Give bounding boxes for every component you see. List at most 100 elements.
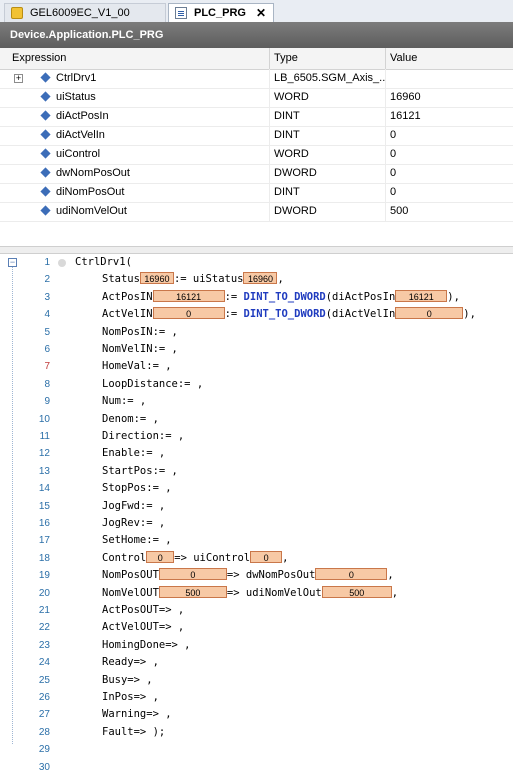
- watch-header: Expression Type Value: [0, 48, 513, 70]
- watch-cell-expression: +CtrlDrv1: [8, 69, 270, 88]
- line-number: 2: [44, 274, 50, 286]
- watch-cell-expression: diNomPosOut: [8, 183, 270, 202]
- inline-monitor-value[interactable]: 0: [250, 550, 283, 563]
- code-line[interactable]: 29: [0, 741, 513, 758]
- close-icon[interactable]: ✕: [255, 6, 267, 20]
- code-text: Ready=> ,: [102, 654, 159, 671]
- tab-label: PLC_PRG: [194, 7, 246, 19]
- line-number: 7: [44, 361, 50, 373]
- expand-icon[interactable]: +: [14, 73, 23, 83]
- inline-monitor-value[interactable]: 16121: [395, 289, 448, 302]
- code-text: SetHome:= ,: [102, 532, 172, 549]
- code-token: NomPosOUT: [102, 569, 159, 582]
- code-line[interactable]: 30: [0, 759, 513, 774]
- code-text: NomVelIN:= ,: [102, 341, 178, 358]
- code-token: HomingDone=> ,: [102, 638, 191, 651]
- code-line[interactable]: 13 StartPos:= ,: [0, 463, 513, 480]
- code-token: Num:= ,: [102, 395, 147, 408]
- watch-cell-value[interactable]: 0: [390, 186, 397, 198]
- tab-gel6009ec[interactable]: GEL6009EC_V1_00: [4, 3, 166, 22]
- tab-plc-prg[interactable]: PLC_PRG ✕: [168, 3, 274, 22]
- collapse-icon[interactable]: −: [8, 257, 17, 267]
- watch-cell-value[interactable]: 0: [390, 129, 397, 141]
- inline-monitor-value[interactable]: 500: [321, 585, 392, 598]
- line-number: 13: [38, 465, 50, 477]
- watch-variable-name: diActVelIn: [56, 129, 105, 141]
- line-number: 28: [38, 726, 50, 738]
- column-header-type[interactable]: Type: [270, 48, 386, 69]
- inline-monitor-value[interactable]: 0: [152, 307, 225, 320]
- code-text: CtrlDrv1(: [75, 254, 132, 271]
- inline-monitor-value[interactable]: 0: [395, 307, 464, 320]
- watch-cell-value[interactable]: 16960: [390, 91, 421, 103]
- column-header-expression[interactable]: Expression: [8, 48, 270, 69]
- column-header-value[interactable]: Value: [390, 52, 418, 64]
- watch-cell-value[interactable]: 16121: [390, 110, 421, 122]
- code-line[interactable]: 24 Ready=> ,: [0, 654, 513, 671]
- inline-monitor-value[interactable]: 16960: [139, 272, 174, 285]
- watch-cell-value[interactable]: 0: [390, 148, 397, 160]
- line-number: 24: [38, 657, 50, 669]
- inline-monitor-value[interactable]: 0: [146, 550, 175, 563]
- inline-monitor-value[interactable]: 500: [158, 585, 227, 598]
- watch-cell-type: WORD: [270, 88, 386, 107]
- inline-monitor-value[interactable]: 0: [315, 568, 388, 581]
- variable-icon: [40, 148, 51, 159]
- code-token: => uiControl: [174, 551, 251, 564]
- breakpoint-marker[interactable]: [58, 259, 66, 267]
- code-text: Num:= ,: [102, 393, 146, 410]
- line-number: 30: [38, 761, 50, 773]
- watch-cell-value[interactable]: [386, 69, 513, 88]
- watch-cell-value[interactable]: 0: [390, 167, 397, 179]
- tab-label: GEL6009EC_V1_00: [30, 7, 130, 19]
- code-token: StartPos:= ,: [102, 464, 178, 477]
- watch-cell-value[interactable]: 500: [390, 205, 409, 217]
- line-number: 21: [38, 605, 50, 616]
- line-number: 3: [44, 291, 50, 303]
- code-token: ),: [447, 290, 460, 303]
- line-number: 27: [38, 709, 50, 721]
- line-number: 29: [38, 744, 50, 756]
- inline-monitor-value[interactable]: 16121: [152, 289, 225, 302]
- pane-splitter[interactable]: [0, 246, 513, 254]
- watch-cell-type: DWORD: [270, 202, 386, 221]
- inline-monitor-value[interactable]: 0: [158, 568, 227, 581]
- inline-monitor-value[interactable]: 16960: [243, 272, 278, 285]
- variable-icon: [40, 205, 51, 216]
